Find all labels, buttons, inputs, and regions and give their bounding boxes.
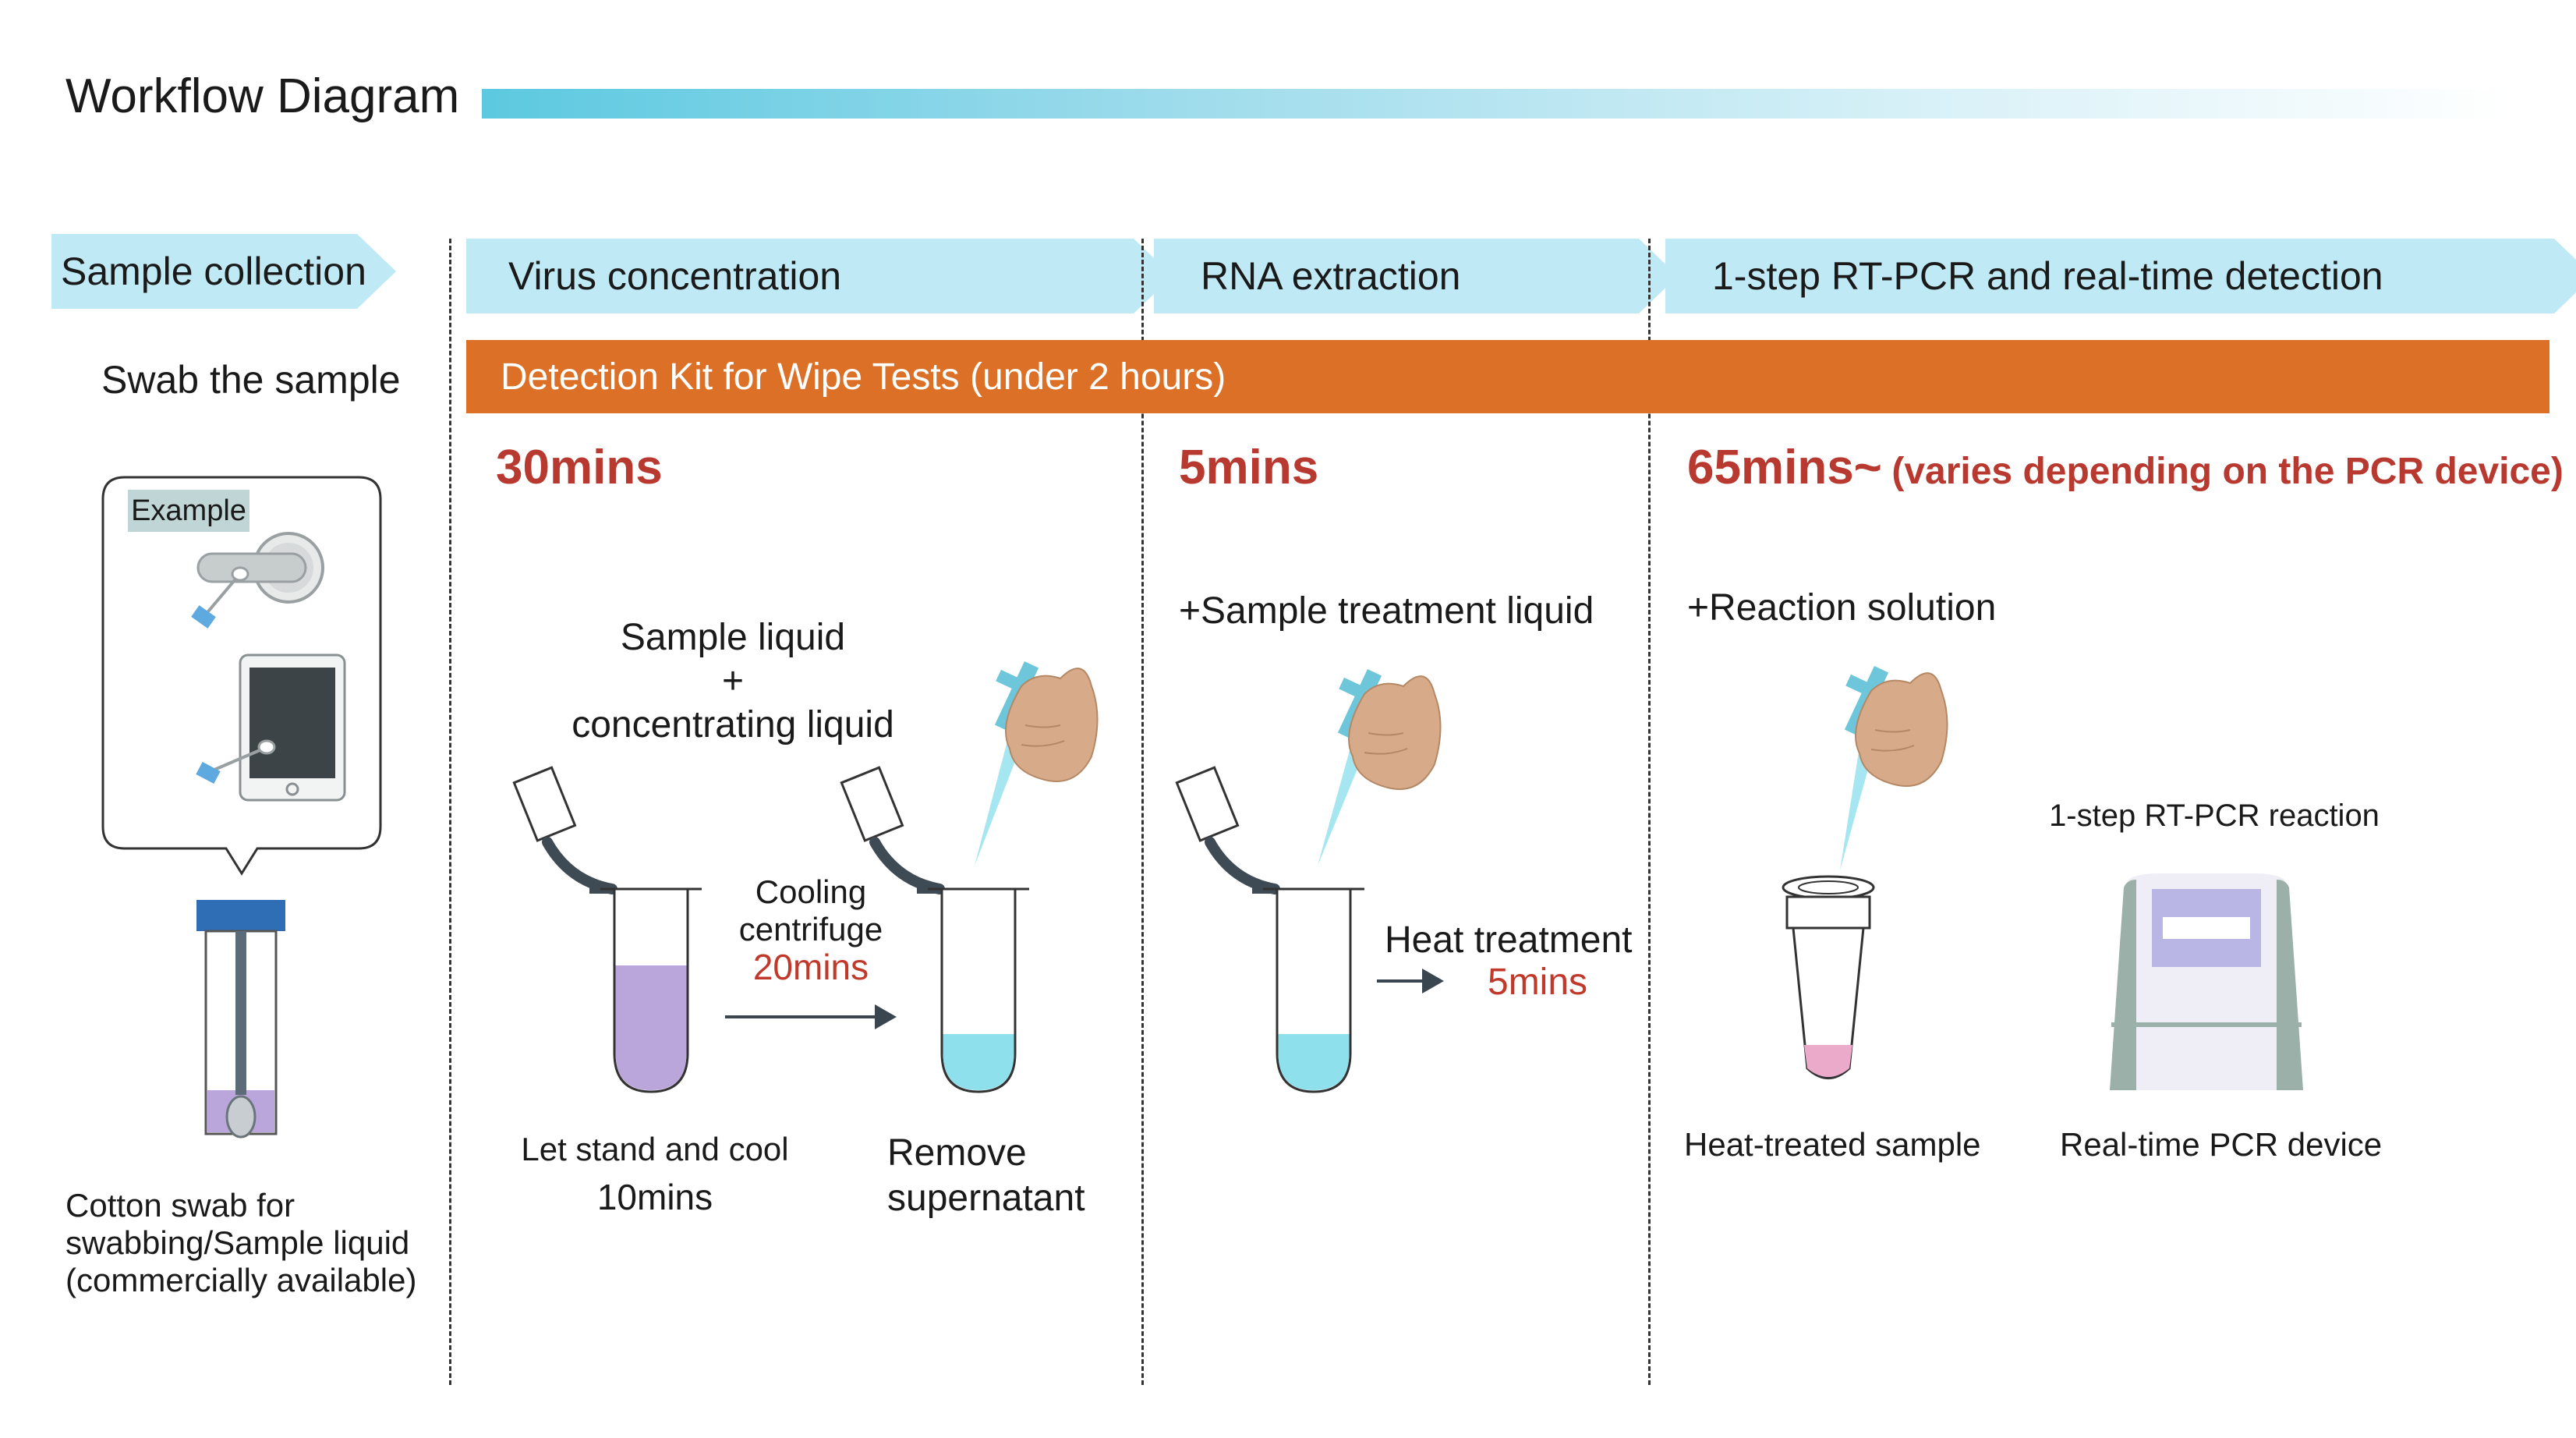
concentration-time: 30mins	[496, 441, 663, 494]
column-divider	[1648, 239, 1651, 1385]
door-handle-icon	[196, 532, 324, 604]
detection-reagent: +Reaction solution	[1687, 587, 1997, 629]
column-divider	[1141, 239, 1144, 1385]
pcr-tube-icon	[1782, 875, 1875, 1079]
liquid-line: Sample liquid	[620, 617, 846, 658]
step-rna-extraction: RNA extraction	[1154, 239, 1678, 313]
heat-time: 5mins	[1488, 962, 1588, 1003]
centrifuge-time: 20mins	[752, 947, 869, 987]
centrifuge-line: centrifuge	[738, 911, 883, 947]
pipette-hand-icon	[1318, 668, 1442, 866]
process-arrow-head	[1422, 969, 1444, 993]
device-label: Real-time PCR device	[2060, 1126, 2383, 1163]
swab-tube-icon	[196, 900, 285, 1139]
example-tag-label: Example	[131, 494, 246, 527]
centrifuge-label: Cooling centrifuge 20mins	[725, 873, 897, 986]
process-arrow	[725, 1015, 878, 1018]
step-label: 1-step RT-PCR and real-time detection	[1712, 254, 2383, 298]
caption-line: (commercially available)	[65, 1262, 417, 1298]
sample-label: Heat-treated sample	[1684, 1126, 1981, 1163]
remove-line: supernatant	[887, 1178, 1085, 1219]
swab-icon	[196, 739, 276, 785]
stand-label: Let stand and cool	[521, 1131, 789, 1167]
step-sample-collection: Sample collection	[51, 234, 396, 309]
liquid-line: concentrating liquid	[571, 704, 894, 746]
heat-label: Heat treatment	[1385, 919, 1633, 961]
swab-icon	[191, 566, 249, 629]
detection-kit-bar: Detection Kit for Wipe Tests (under 2 ho…	[466, 340, 2549, 413]
tube-cyan-icon	[840, 766, 1029, 1093]
extraction-time: 5mins	[1179, 441, 1319, 494]
caption-line: swabbing/Sample liquid	[65, 1224, 410, 1261]
tube-cyan-icon	[1175, 766, 1364, 1093]
step-label: Virus concentration	[508, 254, 842, 298]
detection-time-note: (varies depending on the PCR device)	[1891, 451, 2564, 492]
swab-caption: Cotton swab for swabbing/Sample liquid (…	[65, 1187, 416, 1299]
pipette-hand-icon	[1840, 665, 1948, 870]
detection-time: 65mins~	[1687, 441, 1882, 494]
column-divider	[449, 239, 451, 1385]
step-virus-concentration: Virus concentration	[466, 239, 1173, 313]
remove-label: Remove supernatant	[887, 1131, 1085, 1221]
step-label: RNA extraction	[1201, 254, 1461, 298]
remove-line: Remove	[887, 1132, 1027, 1174]
centrifuge-line: Cooling	[755, 873, 867, 910]
liquid-mix-label: Sample liquid + concentrating liquid	[538, 616, 928, 747]
kit-bar-label: Detection Kit for Wipe Tests (under 2 ho…	[501, 356, 1226, 398]
step-label: Sample collection	[61, 250, 366, 293]
pcr-device-icon	[2110, 873, 2303, 1090]
swab-instruction: Swab the sample	[101, 358, 401, 402]
liquid-line: +	[721, 661, 745, 702]
caption-line: Cotton swab for	[65, 1187, 295, 1224]
step-rt-pcr-detection: 1-step RT-PCR and real-time detection	[1665, 239, 2576, 313]
process-arrow-head	[875, 1004, 897, 1029]
tube-purple-icon	[512, 766, 702, 1093]
example-tag: Example	[128, 490, 249, 532]
tablet-icon	[239, 653, 346, 802]
reaction-label: 1-step RT-PCR reaction	[2049, 799, 2380, 833]
pipette-hand-icon	[975, 661, 1099, 866]
process-arrow	[1377, 979, 1425, 983]
stand-time: 10mins	[596, 1177, 713, 1217]
extraction-reagent: +Sample treatment liquid	[1179, 590, 1594, 632]
detection-time-row: 65mins~ (varies depending on the PCR dev…	[1687, 440, 2564, 495]
title-gradient-bar	[482, 89, 2509, 119]
diagram-title: Workflow Diagram	[65, 69, 460, 123]
